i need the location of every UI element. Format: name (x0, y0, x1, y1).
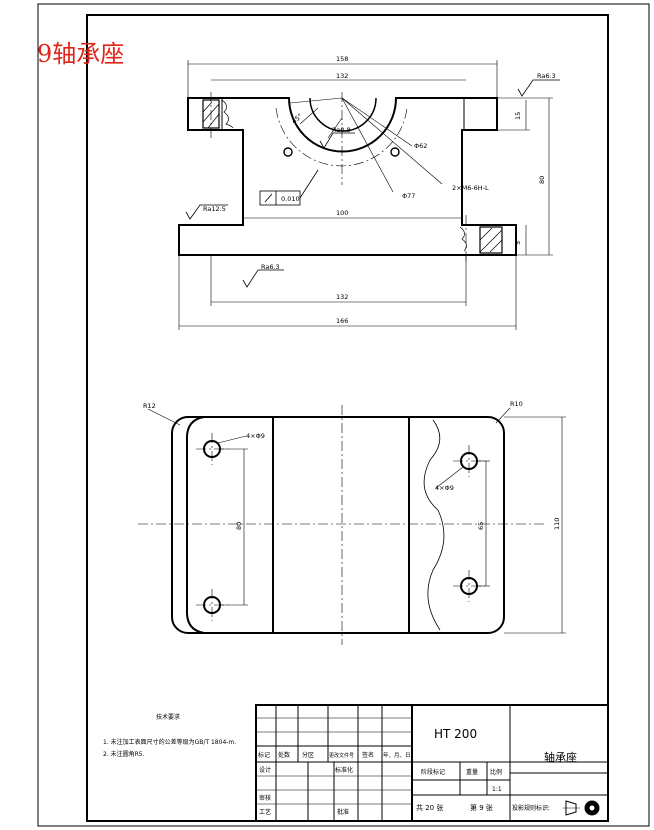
front-view (178, 97, 517, 256)
dim-65: 65 (477, 522, 485, 530)
tb-col-date: 年、月、日 (383, 751, 411, 759)
dim-r12: R12 (143, 402, 156, 410)
break-line (423, 419, 445, 631)
dim-bore: Φ62 (414, 142, 427, 150)
tb-col-change-doc: 更改文件号 (329, 752, 354, 759)
dim-holes-right: 4×Φ9 (435, 484, 454, 492)
tb-col-mark: 标记 (258, 751, 270, 759)
tb-scale: 比例 (490, 768, 502, 776)
outer-border (37, 3, 650, 827)
drawing-title: 9轴承座 (37, 40, 124, 68)
dim-110: 110 (553, 518, 561, 530)
front-view-centerlines (210, 92, 467, 262)
dim-5: 5 (514, 241, 522, 245)
tb-col-zone: 分区 (302, 751, 314, 759)
tolerance-value: 0.010 (281, 195, 300, 203)
dim-threads: 2×M6-6H-L (452, 184, 489, 192)
material: HT 200 (434, 727, 477, 741)
roughness-symbols (185, 79, 560, 288)
tb-sheets-total: 共 20 张 (416, 803, 443, 812)
thread-hole-right (390, 147, 400, 157)
dim-166: 166 (336, 317, 348, 325)
dim-132-top: 132 (336, 72, 348, 80)
part-name: 轴承座 (544, 750, 577, 764)
thread-hole-left (283, 147, 293, 157)
tb-scale-value: 1:1 (492, 786, 502, 793)
dim-15: 15 (514, 112, 522, 120)
tech-notes-heading: 技术要求 (156, 713, 180, 721)
tb-col-sign: 签名 (362, 751, 374, 759)
tb-stage-mark: 阶段标记 (421, 768, 445, 776)
dim-80-plan: 80 (235, 522, 243, 530)
title-block-grid (255, 704, 609, 822)
roughness-top-right: Ra6.3 (537, 72, 556, 80)
front-view-hatch (202, 99, 503, 254)
tb-projection-label: 投影规则标识: (512, 804, 550, 812)
dim-bolt-circle: Φ77 (402, 192, 415, 200)
plan-view (171, 416, 505, 634)
tb-process: 工艺 (259, 808, 271, 816)
tech-note-1: 1. 未注加工表面尺寸的公差等级为GB/T 1804-m. (103, 738, 236, 746)
roughness-bore: Ra0.8 (332, 126, 351, 134)
roughness-left: Ra12.5 (203, 205, 226, 213)
dim-holes-left: 4×Φ9 (246, 432, 265, 440)
plan-view-dim-lines (147, 407, 566, 634)
dim-158: 158 (336, 55, 348, 63)
tb-approve: 批准 (337, 808, 349, 816)
tb-col-count: 处数 (278, 751, 290, 759)
tb-designer: 设计 (259, 766, 271, 774)
dim-100: 100 (336, 209, 348, 217)
tb-weight: 重量 (466, 768, 478, 776)
tb-sheet-no: 第 9 张 (470, 803, 493, 812)
tolerance-frame (259, 169, 319, 206)
dim-132-bottom: 132 (336, 293, 348, 301)
projection-symbol-icon (563, 800, 600, 816)
tb-checker: 审核 (259, 794, 271, 802)
tb-standardize: 标准化 (335, 766, 353, 774)
dim-r10: R10 (510, 400, 523, 408)
tech-note-2: 2. 未注圆角R5. (103, 750, 145, 758)
roughness-bottom: Ra6.3 (261, 263, 280, 271)
dim-80-height: 80 (538, 176, 546, 184)
front-view-dim-lines (178, 60, 553, 330)
